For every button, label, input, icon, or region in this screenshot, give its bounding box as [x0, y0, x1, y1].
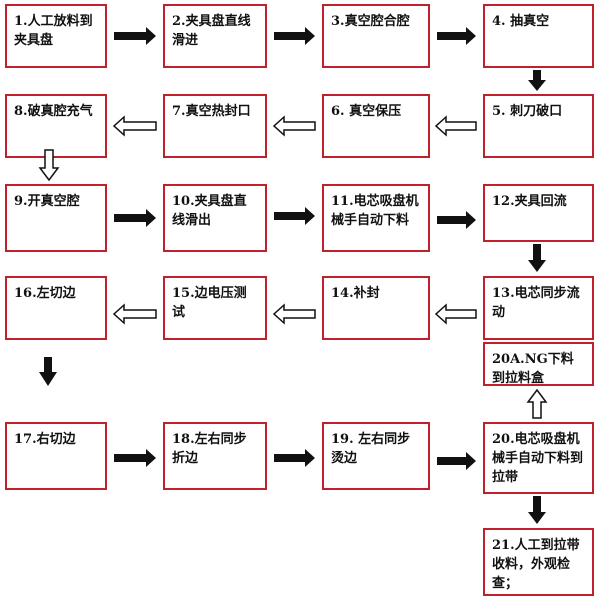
arrow-10-to-11 [274, 207, 315, 225]
step-7-box: 7.真空热封口 [163, 94, 267, 158]
arrow-3-to-4 [437, 27, 476, 45]
step-8-box: 8.破真腔充气 [5, 94, 107, 158]
step-18-label: 18.左右同步折边 [172, 432, 247, 466]
step-1-box: 1.人工放料到夹具盘 [5, 4, 107, 68]
step-6-label: 6. 真空保压 [331, 104, 402, 119]
arrow-5-to-6 [434, 115, 477, 137]
step-20-label: 20.电芯吸盘机械手自动下料到拉带 [492, 432, 584, 485]
step-11-box: 11.电芯吸盘机械手自动下料 [322, 184, 430, 252]
step-4-box: 4. 抽真空 [483, 4, 594, 68]
arrow-11-to-12 [437, 211, 476, 229]
step-10-box: 10.夹具盘直线滑出 [163, 184, 267, 252]
arrow-6-to-7 [272, 115, 316, 137]
step-3-box: 3.真空腔合腔 [322, 4, 430, 68]
step-9-box: 9.开真空腔 [5, 184, 107, 252]
arrow-14-to-15 [272, 303, 316, 325]
arrow-12-to-13 [528, 244, 546, 272]
arrow-17-to-18 [114, 449, 156, 467]
step-2-box: 2.夹具盘直线滑进 [163, 4, 267, 68]
step-2-label: 2.夹具盘直线滑进 [172, 14, 251, 48]
step-11-label: 11.电芯吸盘机械手自动下料 [331, 194, 419, 228]
arrow-16-to-17 [39, 357, 57, 386]
arrow-19-to-20 [437, 452, 476, 470]
step-17-box: 17.右切边 [5, 422, 107, 490]
step-16-label: 16.左切边 [14, 286, 76, 301]
step-9-label: 9.开真空腔 [14, 194, 80, 209]
step-14-label: 14.补封 [331, 286, 380, 301]
step-10-label: 10.夹具盘直线滑出 [172, 194, 247, 228]
step-7-label: 7.真空热封口 [172, 104, 251, 119]
step-3-label: 3.真空腔合腔 [331, 14, 410, 29]
step-19-box: 19. 左右同步烫边 [322, 422, 430, 490]
step-15-label: 15.边电压测试 [172, 286, 247, 320]
arrow-20-to-20a [526, 388, 548, 419]
step-14-box: 14.补封 [322, 276, 430, 340]
step-21-box: 21.人工到拉带收料，外观检查； [483, 528, 594, 596]
arrow-2-to-3 [274, 27, 315, 45]
step-12-label: 12.夹具回流 [492, 194, 567, 209]
step-21-label: 21.人工到拉带收料，外观检查； [492, 538, 580, 591]
arrow-13-to-14 [434, 303, 477, 325]
step-17-label: 17.右切边 [14, 432, 76, 447]
step-1-label: 1.人工放料到夹具盘 [14, 14, 93, 48]
step-19-label: 19. 左右同步烫边 [331, 432, 411, 466]
step-6-box: 6. 真空保压 [322, 94, 430, 158]
arrow-8-to-9 [38, 149, 60, 182]
step-20a-label: 20A.NG下料到拉料盒 [492, 352, 574, 386]
step-15-box: 15.边电压测试 [163, 276, 267, 340]
step-4-label: 4. 抽真空 [492, 14, 550, 29]
arrow-1-to-2 [114, 27, 156, 45]
arrow-20-to-21 [528, 496, 546, 524]
arrow-9-to-10 [114, 209, 156, 227]
step-8-label: 8.破真腔充气 [14, 104, 93, 119]
arrow-18-to-19 [274, 449, 315, 467]
step-5-box: 5. 刺刀破口 [483, 94, 594, 158]
step-12-box: 12.夹具回流 [483, 184, 594, 242]
step-20a-box: 20A.NG下料到拉料盒 [483, 342, 594, 386]
step-16-box: 16.左切边 [5, 276, 107, 340]
step-20-box: 20.电芯吸盘机械手自动下料到拉带 [483, 422, 594, 494]
step-18-box: 18.左右同步折边 [163, 422, 267, 490]
arrow-15-to-16 [112, 303, 157, 325]
step-13-box: 13.电芯同步流动 [483, 276, 594, 340]
arrow-4-to-5 [528, 70, 546, 91]
step-5-label: 5. 刺刀破口 [492, 104, 563, 119]
arrow-7-to-8 [112, 115, 157, 137]
step-13-label: 13.电芯同步流动 [492, 286, 580, 320]
